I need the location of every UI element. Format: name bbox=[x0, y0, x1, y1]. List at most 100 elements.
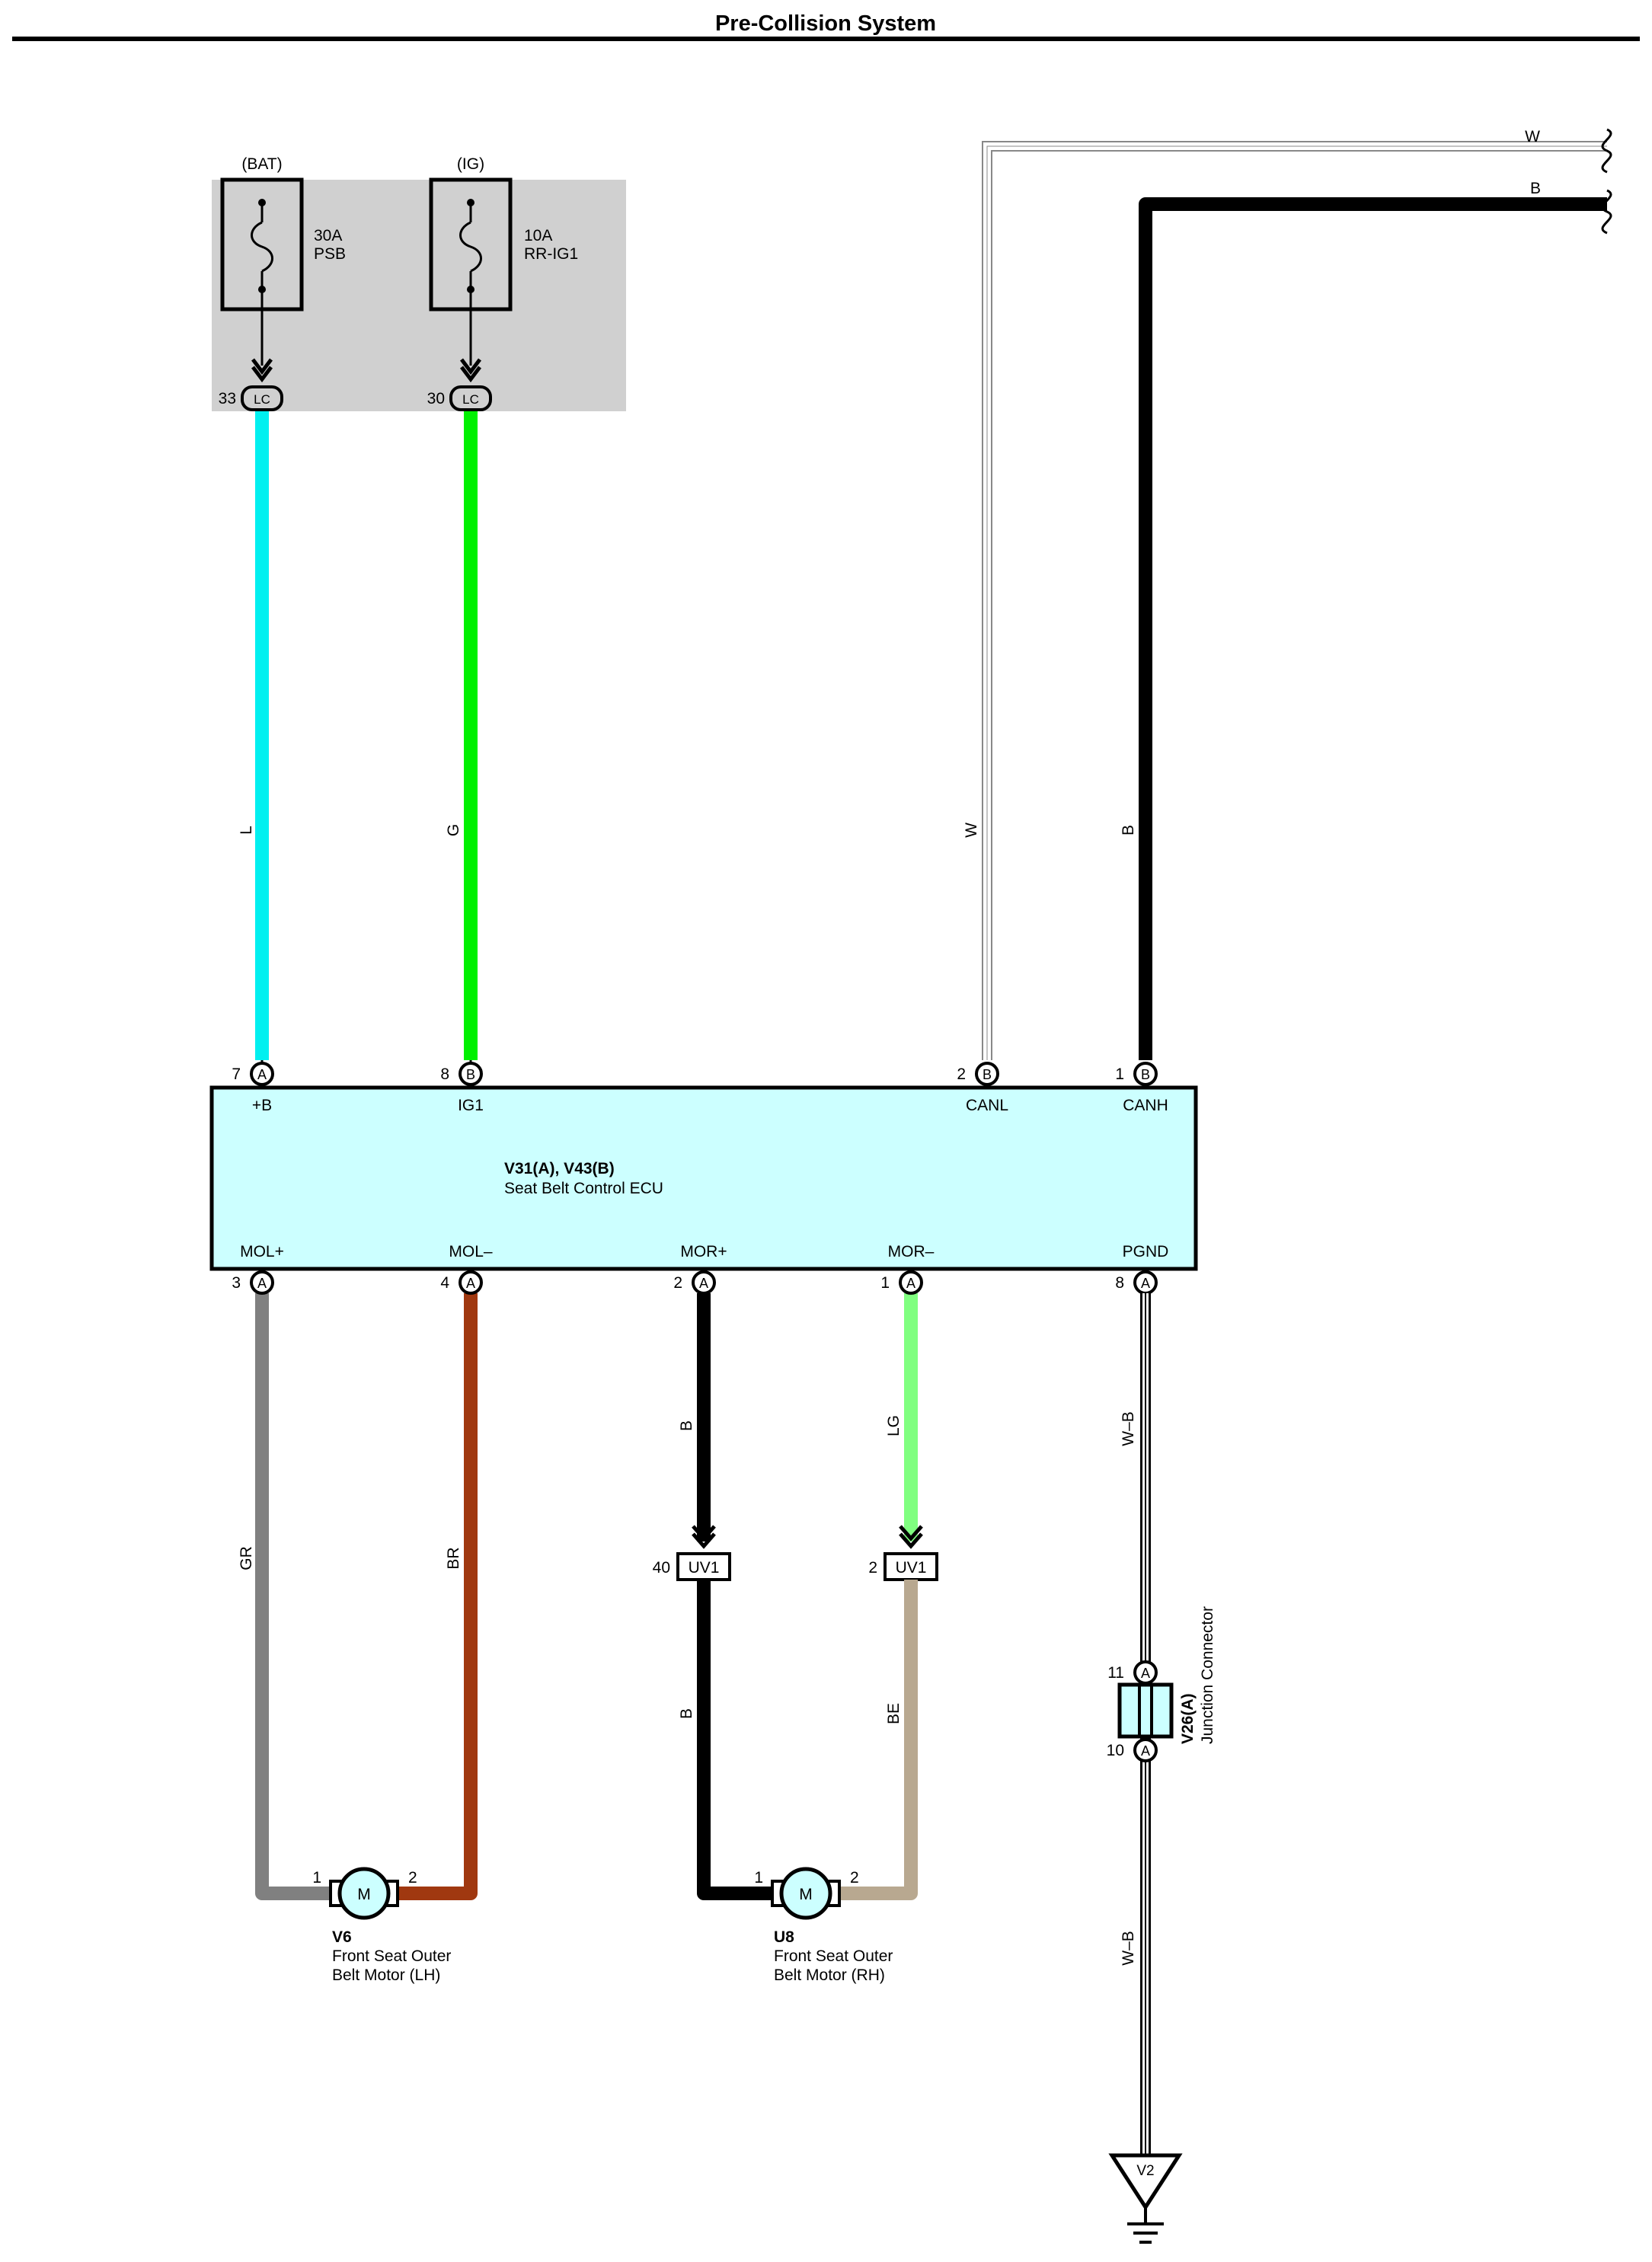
svg-text:Belt Motor (RH): Belt Motor (RH) bbox=[774, 1966, 885, 1984]
motor-v6: M 1 2 V6 Front Seat Outer Belt Motor (LH… bbox=[312, 1867, 451, 1984]
fuse-psb-name: PSB bbox=[314, 245, 346, 263]
motor-v6-id: V6 bbox=[332, 1928, 352, 1946]
ground-v2: V2 bbox=[1108, 2153, 1183, 2244]
ecu-top-pin-+b: A 7 +B bbox=[232, 1060, 274, 1114]
svg-text:Belt Motor (LH): Belt Motor (LH) bbox=[332, 1966, 440, 1984]
fuse-rr-ig1-rating: 10A bbox=[524, 227, 552, 244]
motor-u8-symbol: M bbox=[799, 1886, 813, 1903]
fuse-rr-ig1-connector: LC bbox=[462, 392, 479, 407]
svg-text:1: 1 bbox=[312, 1869, 321, 1887]
wire-gr-label: GR bbox=[238, 1546, 255, 1570]
svg-text:10: 10 bbox=[1107, 1742, 1124, 1759]
wire-canh bbox=[1139, 197, 1607, 1060]
ecu-top-pin-canl: B 2 CANL bbox=[957, 1062, 1008, 1114]
fuse-rr-ig1-pin: 30 bbox=[427, 390, 445, 407]
svg-text:A: A bbox=[1141, 1743, 1150, 1759]
fuse-rr-ig1: (IG) 10A RR-IG1 LC 30 bbox=[427, 155, 578, 411]
svg-text:8: 8 bbox=[440, 1066, 449, 1083]
svg-text:2: 2 bbox=[408, 1869, 417, 1887]
ecu-id: V31(A), V43(B) bbox=[504, 1160, 615, 1177]
svg-text:A: A bbox=[1141, 1666, 1150, 1681]
svg-text:40: 40 bbox=[653, 1559, 670, 1577]
svg-text:2: 2 bbox=[957, 1066, 966, 1083]
fuse-rr-ig1-source: (IG) bbox=[457, 155, 484, 173]
motor-u8: M 1 2 U8 Front Seat Outer Belt Motor (RH… bbox=[754, 1867, 893, 1984]
junction-connector-v26: A 11 A 10 V26(A) Junction Connector bbox=[1107, 1606, 1216, 1762]
svg-text:CANH: CANH bbox=[1123, 1097, 1168, 1114]
svg-text:2: 2 bbox=[673, 1274, 682, 1292]
svg-text:Front Seat Outer: Front Seat Outer bbox=[774, 1947, 893, 1965]
svg-text:7: 7 bbox=[232, 1066, 241, 1083]
svg-text:A: A bbox=[906, 1276, 915, 1291]
svg-text:Front Seat Outer: Front Seat Outer bbox=[332, 1947, 451, 1965]
svg-text:B: B bbox=[1141, 1067, 1150, 1082]
junction-id: V26(A) bbox=[1179, 1693, 1197, 1744]
page-title: Pre-Collision System bbox=[715, 11, 936, 36]
ecu-pin-label-mor-minus: MOR– bbox=[888, 1243, 935, 1260]
svg-text:2: 2 bbox=[868, 1559, 877, 1577]
motor-v6-symbol: M bbox=[357, 1886, 371, 1903]
svg-text:2: 2 bbox=[850, 1869, 859, 1887]
wire-canl bbox=[982, 141, 1607, 1060]
wire-w-b-upper-label: W–B bbox=[1120, 1411, 1137, 1446]
ecu-pin-label-mor-plus: MOR+ bbox=[680, 1243, 727, 1260]
fuse-block bbox=[212, 180, 626, 411]
bus-break-mark bbox=[1601, 128, 1612, 235]
ecu-top-pin-ig1: B 8 IG1 bbox=[440, 1060, 484, 1114]
ground-v2-id: V2 bbox=[1136, 2163, 1154, 2179]
svg-text:A: A bbox=[257, 1276, 267, 1291]
ecu-pin-label-mol-minus: MOL– bbox=[449, 1243, 493, 1260]
uv1-connector-2: UV1 2 bbox=[868, 1525, 938, 1581]
fuse-psb-source: (BAT) bbox=[241, 155, 282, 173]
ecu-pin-label-mol-plus: MOL+ bbox=[240, 1243, 284, 1260]
svg-text:3: 3 bbox=[232, 1274, 241, 1292]
svg-text:+B: +B bbox=[252, 1097, 272, 1114]
wire-br-label: BR bbox=[445, 1547, 462, 1569]
ecu-name: Seat Belt Control ECU bbox=[504, 1180, 663, 1197]
wire-canl-label: W bbox=[963, 823, 980, 838]
wire-be bbox=[836, 1580, 918, 1900]
wire-gr bbox=[255, 1293, 335, 1900]
fuse-psb-connector: LC bbox=[254, 392, 270, 407]
fuse-psb-rating: 30A bbox=[314, 227, 342, 244]
svg-text:A: A bbox=[1141, 1276, 1150, 1291]
svg-text:4: 4 bbox=[440, 1274, 449, 1292]
wire-g-label: G bbox=[445, 824, 462, 836]
svg-text:B: B bbox=[983, 1067, 992, 1082]
svg-text:UV1: UV1 bbox=[689, 1559, 720, 1577]
svg-text:UV1: UV1 bbox=[896, 1559, 927, 1577]
uv1-connector-40: UV1 40 bbox=[653, 1525, 731, 1581]
bus-canl-label: W bbox=[1525, 128, 1540, 145]
ecu-body bbox=[209, 1085, 1198, 1271]
wire-be-label: BE bbox=[885, 1703, 903, 1724]
junction-name: Junction Connector bbox=[1199, 1606, 1216, 1744]
svg-text:A: A bbox=[466, 1276, 475, 1291]
svg-text:1: 1 bbox=[880, 1274, 890, 1292]
svg-text:A: A bbox=[699, 1276, 708, 1291]
svg-text:B: B bbox=[466, 1067, 475, 1082]
wire-lg-label: LG bbox=[885, 1415, 903, 1436]
ecu-bottom-pins: A 3 A 4 A 2 A 1 A 8 bbox=[232, 1270, 1158, 1295]
svg-text:11: 11 bbox=[1107, 1664, 1124, 1682]
fuse-psb-pin: 33 bbox=[219, 390, 236, 407]
motor-u8-id: U8 bbox=[774, 1928, 794, 1946]
wire-canh-label: B bbox=[1120, 825, 1137, 835]
svg-text:IG1: IG1 bbox=[458, 1097, 484, 1114]
wire-mor-plus-lower bbox=[697, 1580, 777, 1900]
wire-mor-plus-upper-label: B bbox=[678, 1420, 695, 1431]
svg-text:A: A bbox=[257, 1067, 267, 1082]
ecu-pin-label-pgnd: PGND bbox=[1123, 1243, 1169, 1260]
wire-l-label: L bbox=[238, 826, 255, 835]
wire-mor-plus-lower-label: B bbox=[678, 1708, 695, 1719]
fuse-psb: (BAT) 30A PSB LC 33 bbox=[219, 155, 346, 411]
svg-text:CANL: CANL bbox=[966, 1097, 1008, 1114]
svg-text:8: 8 bbox=[1115, 1274, 1124, 1292]
wire-w-b-lower-label: W–B bbox=[1120, 1931, 1137, 1966]
fuse-rr-ig1-name: RR-IG1 bbox=[524, 245, 578, 263]
wire-br bbox=[395, 1293, 478, 1900]
svg-text:1: 1 bbox=[1115, 1066, 1124, 1083]
svg-text:1: 1 bbox=[754, 1869, 763, 1887]
ecu-top-pin-canh: B 1 CANH bbox=[1115, 1062, 1168, 1114]
bus-canh-label: B bbox=[1530, 180, 1541, 197]
